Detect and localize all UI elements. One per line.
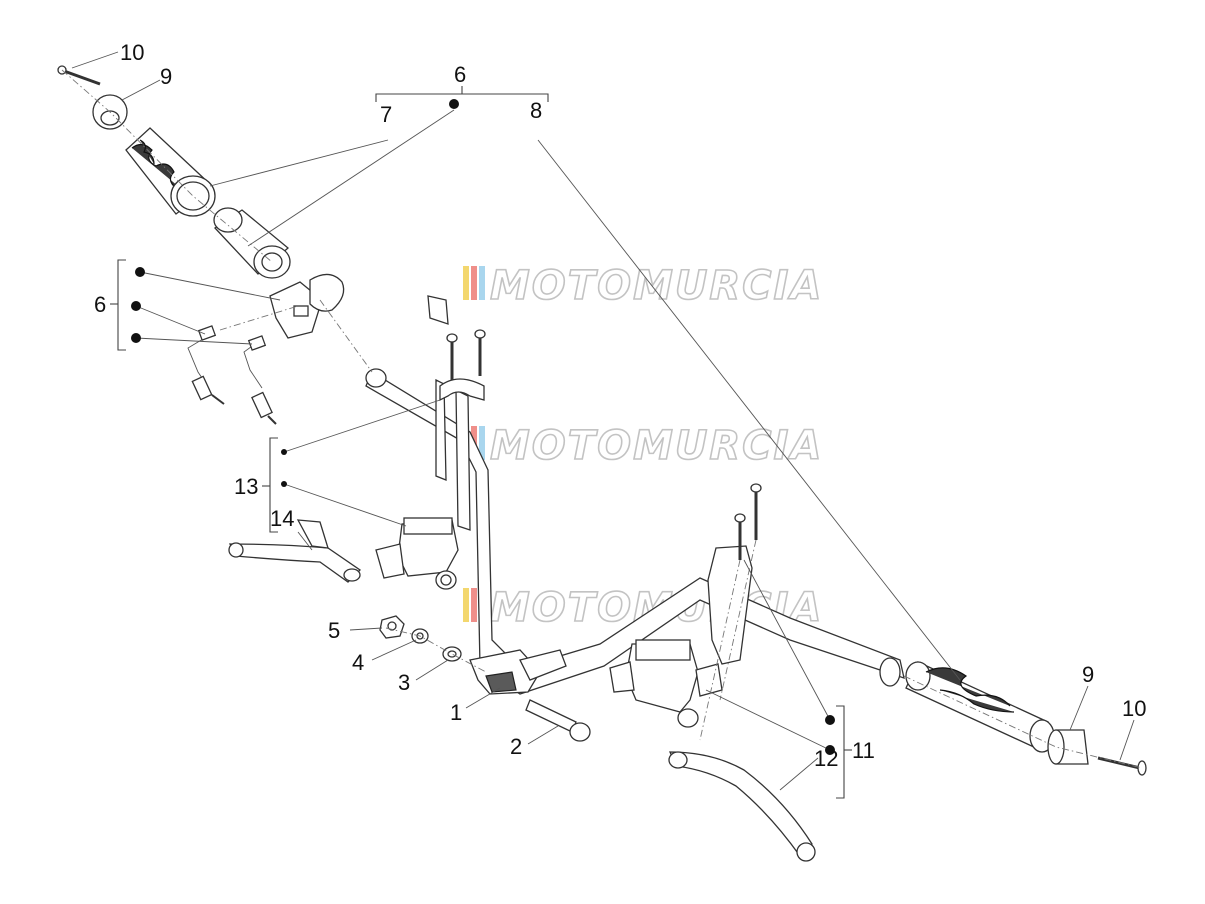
callout-11: 11 <box>852 738 875 763</box>
right-bar-end-screw <box>1097 756 1147 776</box>
spacer-ring <box>442 646 462 662</box>
dot-6-left-2 <box>131 301 141 311</box>
lever-bracket <box>469 649 567 695</box>
assembly-axis-lines <box>61 69 1143 769</box>
dot-13-2 <box>281 481 287 487</box>
handlebar-clamp-screws <box>446 329 486 380</box>
svg-text:MOTOMURCIA: MOTOMURCIA <box>490 263 823 309</box>
throttle-housing <box>269 273 345 339</box>
bracket-13 <box>262 437 278 533</box>
throttle-tube <box>213 207 291 279</box>
callout-13: 13 <box>234 474 258 499</box>
callout-1: 1 <box>450 700 462 725</box>
callout-9-top: 9 <box>160 64 172 89</box>
left-bar-end-screw <box>57 65 101 86</box>
dot-6-left-1 <box>135 267 145 277</box>
pivot-bolt <box>525 699 591 742</box>
svg-text:MOTOMURCIA: MOTOMURCIA <box>490 423 823 469</box>
right-bar-end-weight <box>1047 729 1089 765</box>
callout-9-right: 9 <box>1082 662 1094 687</box>
right-brake-lever <box>668 751 816 862</box>
dot-6-top <box>449 99 459 109</box>
watermark-top: MOTOMURCIA <box>463 262 823 310</box>
callout-6-left: 6 <box>94 292 106 317</box>
callout-6-top: 6 <box>454 62 466 87</box>
callout-10-top: 10 <box>120 40 144 65</box>
right-grip <box>905 661 1055 753</box>
callout-5: 5 <box>328 618 340 643</box>
nut <box>379 615 405 639</box>
handlebar-clamp <box>439 378 485 402</box>
callout-2: 2 <box>510 734 522 759</box>
right-mirror-mount <box>707 483 762 665</box>
bracket-11 <box>836 705 852 799</box>
dot-11-1 <box>825 715 835 725</box>
callout-8: 8 <box>530 98 542 123</box>
dot-6-left-3 <box>131 333 141 343</box>
dot-11-2 <box>825 745 835 755</box>
callout-3: 3 <box>398 670 410 695</box>
bracket-6-top <box>375 86 549 102</box>
left-master-cylinder <box>375 517 459 590</box>
callout-7: 7 <box>380 102 392 127</box>
callout-4: 4 <box>352 650 364 675</box>
callout-12: 12 <box>814 746 838 771</box>
right-master-cylinder <box>609 639 723 728</box>
watermark-middle: MOTOMURCIA <box>463 422 823 470</box>
bracket-6-left <box>110 259 126 351</box>
handlebar <box>365 295 905 695</box>
callout-14: 14 <box>270 506 294 531</box>
callout-10-right: 10 <box>1122 696 1146 721</box>
leader-lines <box>71 51 1135 791</box>
dot-13-1 <box>281 449 287 455</box>
left-brake-lever <box>228 519 362 583</box>
throttle-cable-1 <box>187 325 225 405</box>
throttle-cable-2 <box>243 335 277 425</box>
